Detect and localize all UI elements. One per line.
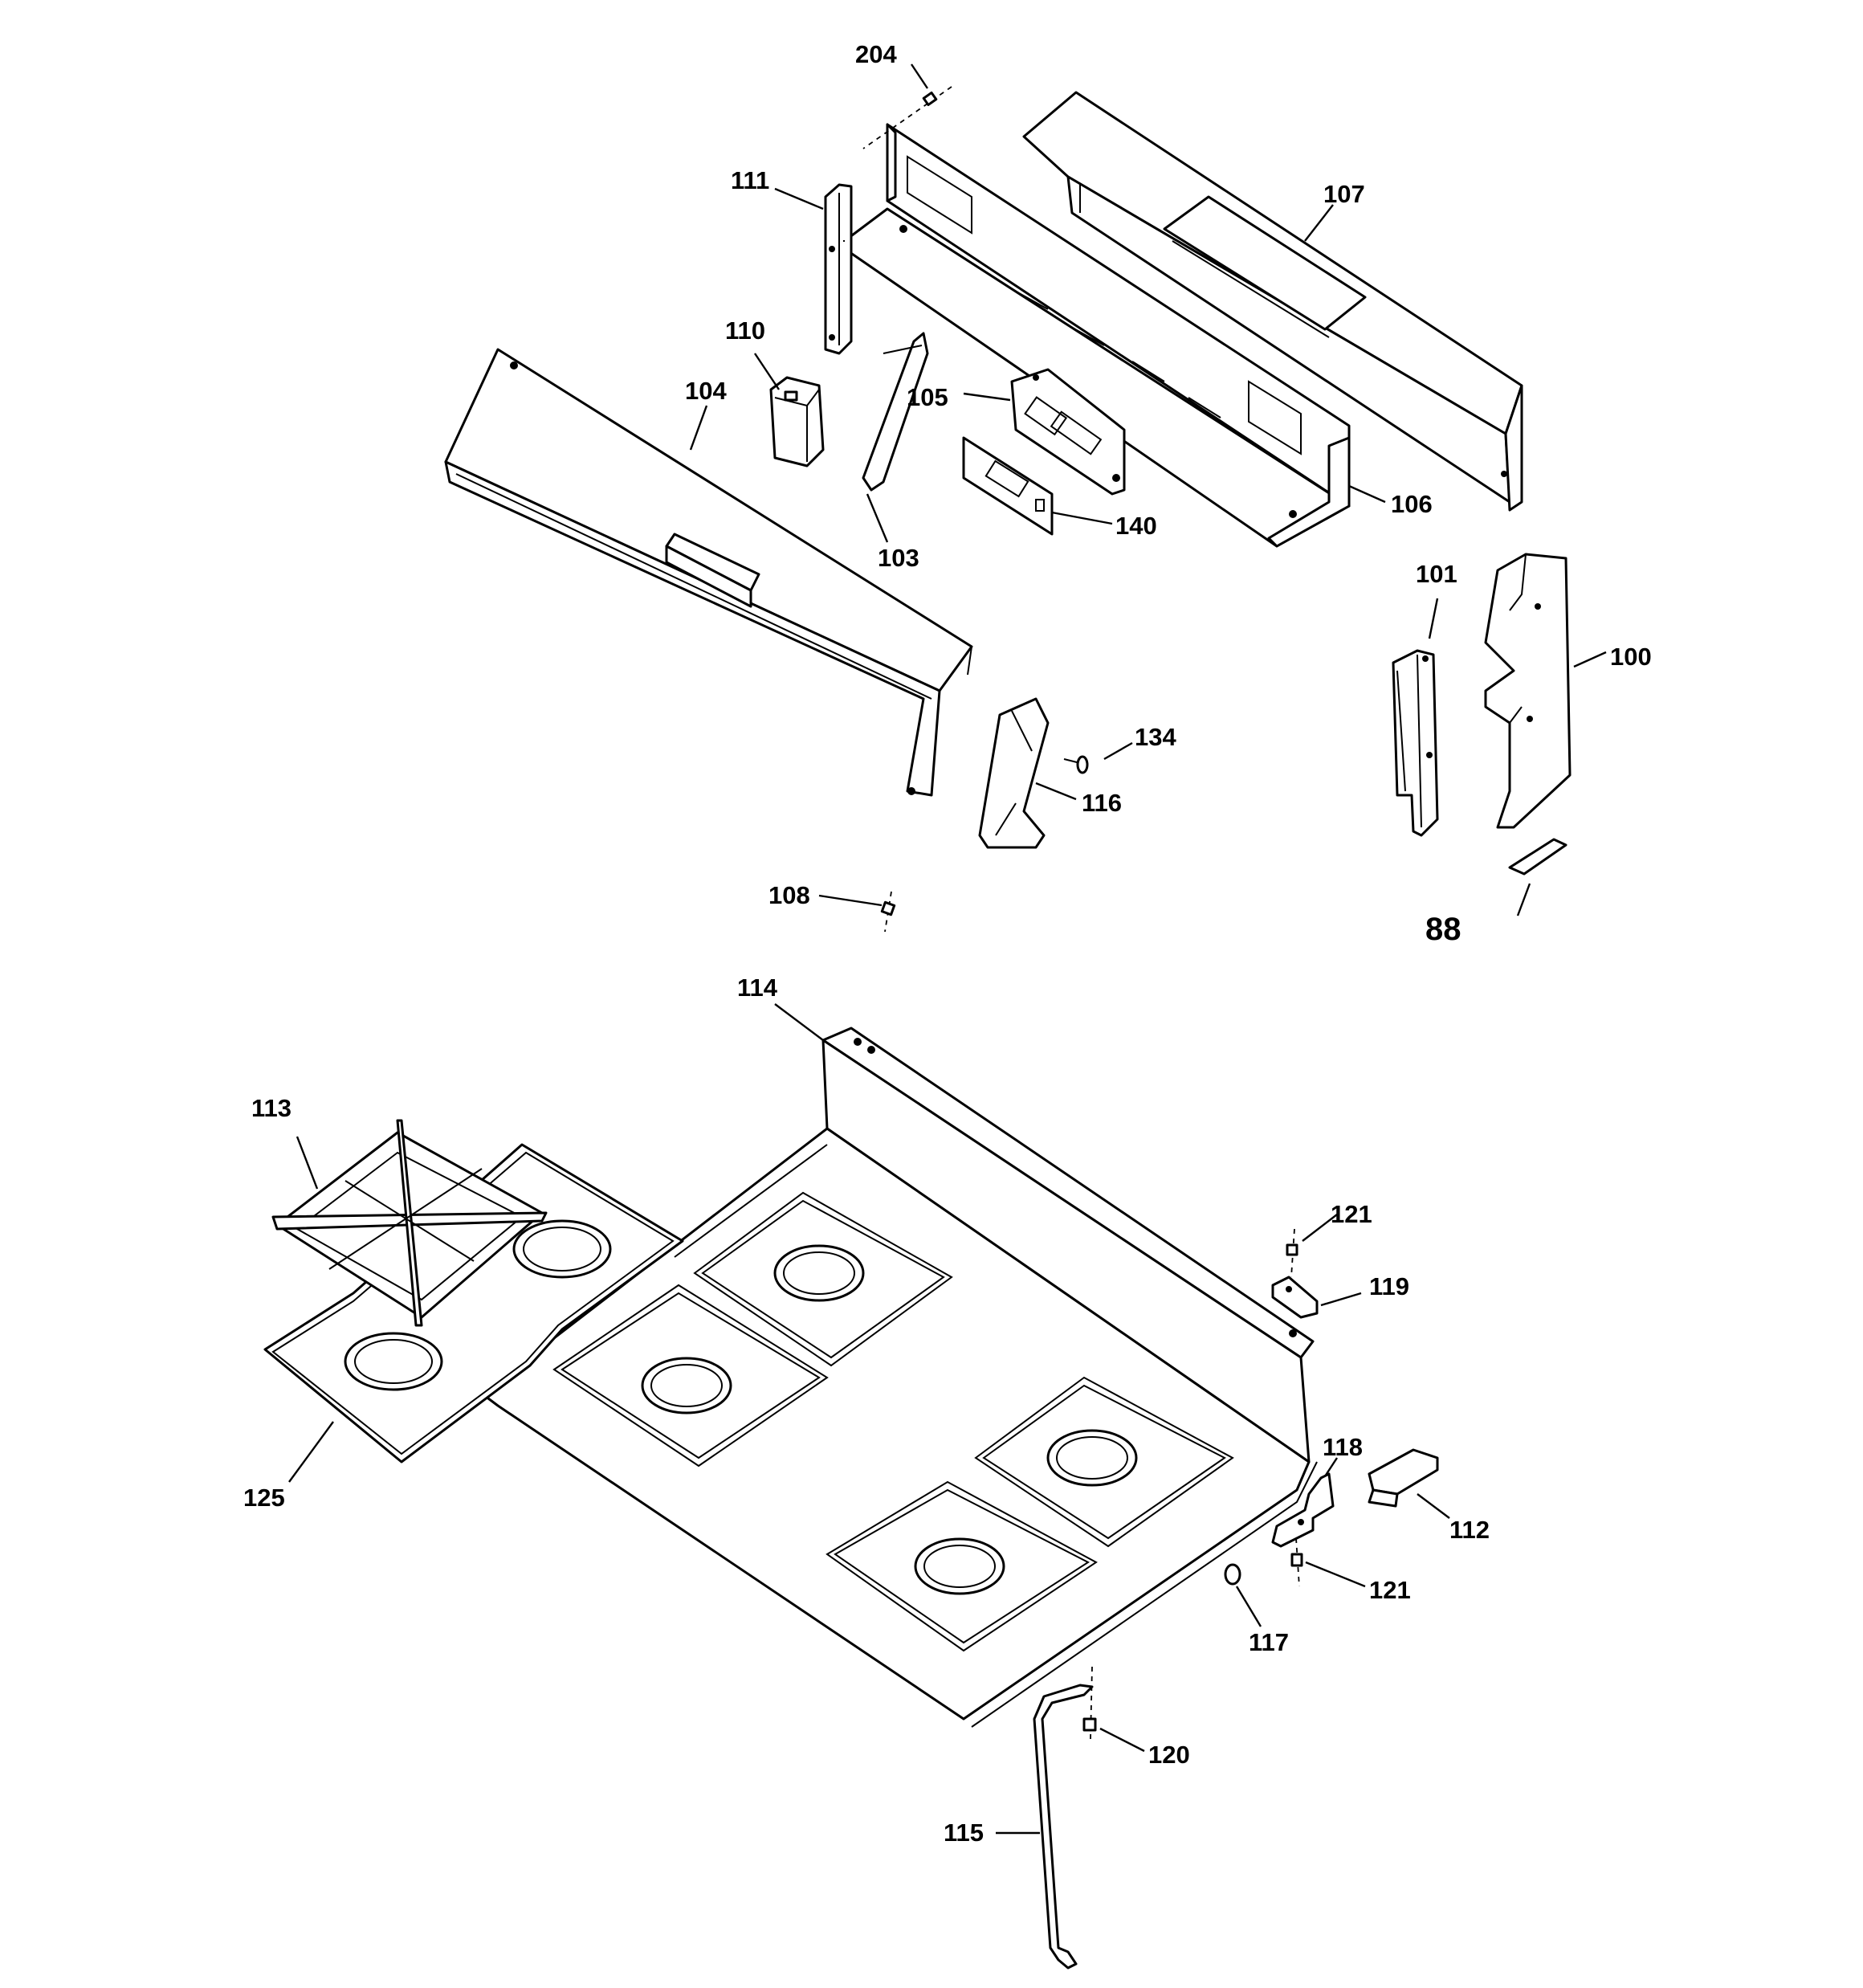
callout-117: 117 — [1249, 1628, 1289, 1656]
part-117-nut — [1224, 1563, 1241, 1586]
callout-112: 112 — [1449, 1516, 1490, 1544]
part-140-overlay — [962, 436, 1054, 536]
part-108-screw — [880, 891, 896, 933]
callout-labels: 204 111 107 110 104 105 106 140 103 101 … — [243, 40, 1652, 1847]
callout-111: 111 — [731, 166, 769, 194]
callout-113: 113 — [251, 1094, 291, 1122]
callout-101: 101 — [1416, 560, 1457, 588]
part-121-screw-upper — [1286, 1228, 1298, 1278]
callout-114: 114 — [737, 974, 778, 1002]
callout-104: 104 — [685, 377, 727, 405]
callout-125: 125 — [243, 1484, 285, 1512]
part-118-bracket — [1271, 1472, 1335, 1548]
part-101-side-bracket — [1392, 649, 1439, 837]
part-121-screw-lower — [1290, 1537, 1303, 1587]
part-204-screw — [862, 86, 952, 149]
part-119-bracket — [1271, 1276, 1319, 1319]
callout-121-upper: 121 — [1331, 1200, 1372, 1228]
callout-88: 88 — [1425, 912, 1461, 947]
callout-121-lower: 121 — [1369, 1576, 1411, 1604]
part-112-clip — [1368, 1448, 1439, 1508]
part-111-bracket — [824, 183, 853, 355]
callout-120: 120 — [1148, 1741, 1190, 1769]
part-134-screw — [1063, 755, 1089, 774]
callout-134: 134 — [1135, 723, 1176, 751]
part-120-screw — [1082, 1666, 1097, 1740]
callout-107: 107 — [1323, 180, 1365, 208]
part-116-side-trim — [978, 697, 1050, 849]
callout-118: 118 — [1323, 1433, 1363, 1461]
part-104-control-panel — [444, 348, 973, 797]
callout-108: 108 — [768, 881, 810, 909]
part-106-backguard — [838, 123, 1351, 548]
callout-115: 115 — [944, 1819, 984, 1847]
part-103-strap — [862, 332, 929, 492]
part-115-support-rod — [1033, 1684, 1094, 1970]
callout-140: 140 — [1115, 512, 1157, 540]
callout-116: 116 — [1082, 789, 1122, 817]
callout-100: 100 — [1610, 643, 1652, 671]
part-110-module — [769, 376, 825, 467]
callout-105: 105 — [907, 383, 948, 411]
leader-lines — [288, 63, 1607, 1835]
callout-204: 204 — [855, 40, 897, 68]
part-88-pad — [1508, 838, 1567, 876]
part-105-control-board — [1010, 368, 1126, 496]
callout-106: 106 — [1391, 490, 1433, 518]
callout-119: 119 — [1369, 1272, 1409, 1300]
callout-110: 110 — [725, 316, 765, 345]
callout-103: 103 — [878, 544, 919, 572]
part-107-vent-trim — [1022, 91, 1523, 512]
part-113-grate — [271, 1119, 548, 1327]
part-125-drip-pan — [263, 1143, 684, 1463]
part-114-cooktop — [480, 1027, 1318, 1728]
part-100-side-panel — [1484, 553, 1572, 829]
